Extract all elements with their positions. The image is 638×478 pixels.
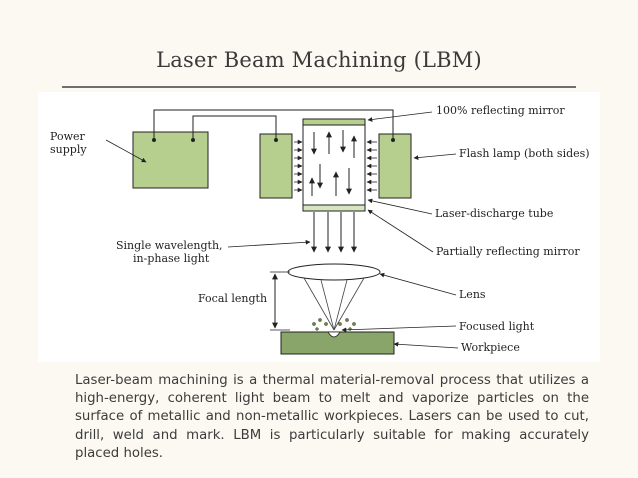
label-power-supply-line1: Power bbox=[50, 130, 86, 143]
lbm-schematic-svg: Power supply 100% reflecting mirror Flas… bbox=[50, 104, 590, 355]
label-reflecting-mirror: 100% reflecting mirror bbox=[436, 104, 565, 117]
label-focused-light: Focused light bbox=[459, 320, 535, 333]
title-underline bbox=[62, 86, 576, 88]
wire-power-to-left-lamp bbox=[192, 115, 277, 140]
pump-arrows-right bbox=[366, 139, 377, 193]
label-power-supply-line2: supply bbox=[50, 143, 87, 156]
label-leader-lines bbox=[105, 111, 459, 349]
label-single-wavelength-line2: in-phase light bbox=[133, 252, 210, 265]
label-partial-mirror: Partially reflecting mirror bbox=[436, 245, 580, 258]
partially-reflecting-mirror bbox=[302, 204, 366, 212]
power-supply-box bbox=[132, 131, 209, 189]
label-lens: Lens bbox=[459, 288, 486, 301]
flash-lamp-left bbox=[259, 133, 293, 199]
full-reflecting-mirror bbox=[302, 118, 366, 126]
label-flash-lamp: Flash lamp (both sides) bbox=[459, 147, 590, 160]
flash-lamp-right bbox=[378, 133, 412, 199]
label-focal-length: Focal length bbox=[198, 292, 267, 305]
lbm-diagram: Power supply 100% reflecting mirror Flas… bbox=[38, 92, 600, 362]
focused-light-cone bbox=[303, 277, 365, 331]
focusing-lens bbox=[287, 263, 381, 281]
machined-hole bbox=[327, 331, 341, 338]
laser-discharge-tube bbox=[302, 118, 366, 212]
pump-arrows-left bbox=[294, 139, 303, 193]
slide-title: Laser Beam Machining (LBM) bbox=[156, 48, 482, 72]
label-workpiece: Workpiece bbox=[461, 341, 520, 354]
label-single-wavelength-line1: Single wavelength, bbox=[116, 239, 223, 252]
label-discharge-tube: Laser-discharge tube bbox=[435, 207, 553, 220]
lbm-description: Laser-beam machining is a thermal materi… bbox=[75, 373, 589, 461]
wire-power-to-right-lamp bbox=[153, 109, 394, 140]
ejected-particles bbox=[312, 318, 356, 331]
output-laser-beams bbox=[311, 212, 357, 253]
internal-photon-arrows bbox=[309, 130, 357, 196]
